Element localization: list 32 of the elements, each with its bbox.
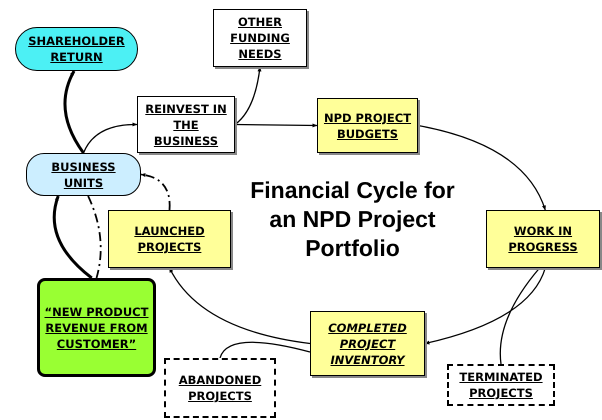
arrow <box>235 123 318 128</box>
process-box <box>37 278 156 377</box>
arrow <box>234 66 262 125</box>
dashed-box <box>164 358 276 418</box>
process-box <box>213 9 307 67</box>
arrow <box>418 124 546 210</box>
node-label: “NEW PRODUCT REVENUE FROM CUSTOMER” <box>44 304 149 352</box>
node-label: ABANDONED PROJECTS <box>178 372 262 404</box>
node-label: NPD PROJECT BUDGETS <box>322 110 412 142</box>
dash-dot-arrow <box>140 173 171 210</box>
dashed-box <box>447 364 555 406</box>
node-label: BUSINESS UNITS <box>50 158 117 190</box>
arrow <box>424 268 546 344</box>
node-label: TERMINATED PROJECTS <box>458 369 544 401</box>
arrow <box>168 268 310 344</box>
process-box <box>486 210 600 268</box>
node-label: WORK IN PROGRESS <box>507 223 579 255</box>
arrow <box>64 70 85 154</box>
node-label: SHAREHOLDER RETURN <box>27 33 126 65</box>
arrow <box>52 196 93 280</box>
process-box <box>137 96 235 153</box>
node-label: LAUNCHED PROJECTS <box>133 223 206 255</box>
process-box <box>108 210 231 268</box>
node-label: COMPLETED PROJECT INVENTORY <box>327 320 408 368</box>
rounded-box <box>26 153 141 196</box>
rounded-box <box>15 27 138 71</box>
diagram-title: Financial Cycle for an NPD Project Portfolio <box>249 176 456 263</box>
process-box <box>310 311 425 376</box>
node-label: REINVEST IN THE BUSINESS <box>144 100 228 148</box>
process-box <box>317 98 418 153</box>
node-label: OTHER FUNDING NEEDS <box>229 14 291 62</box>
arrow <box>82 122 138 154</box>
